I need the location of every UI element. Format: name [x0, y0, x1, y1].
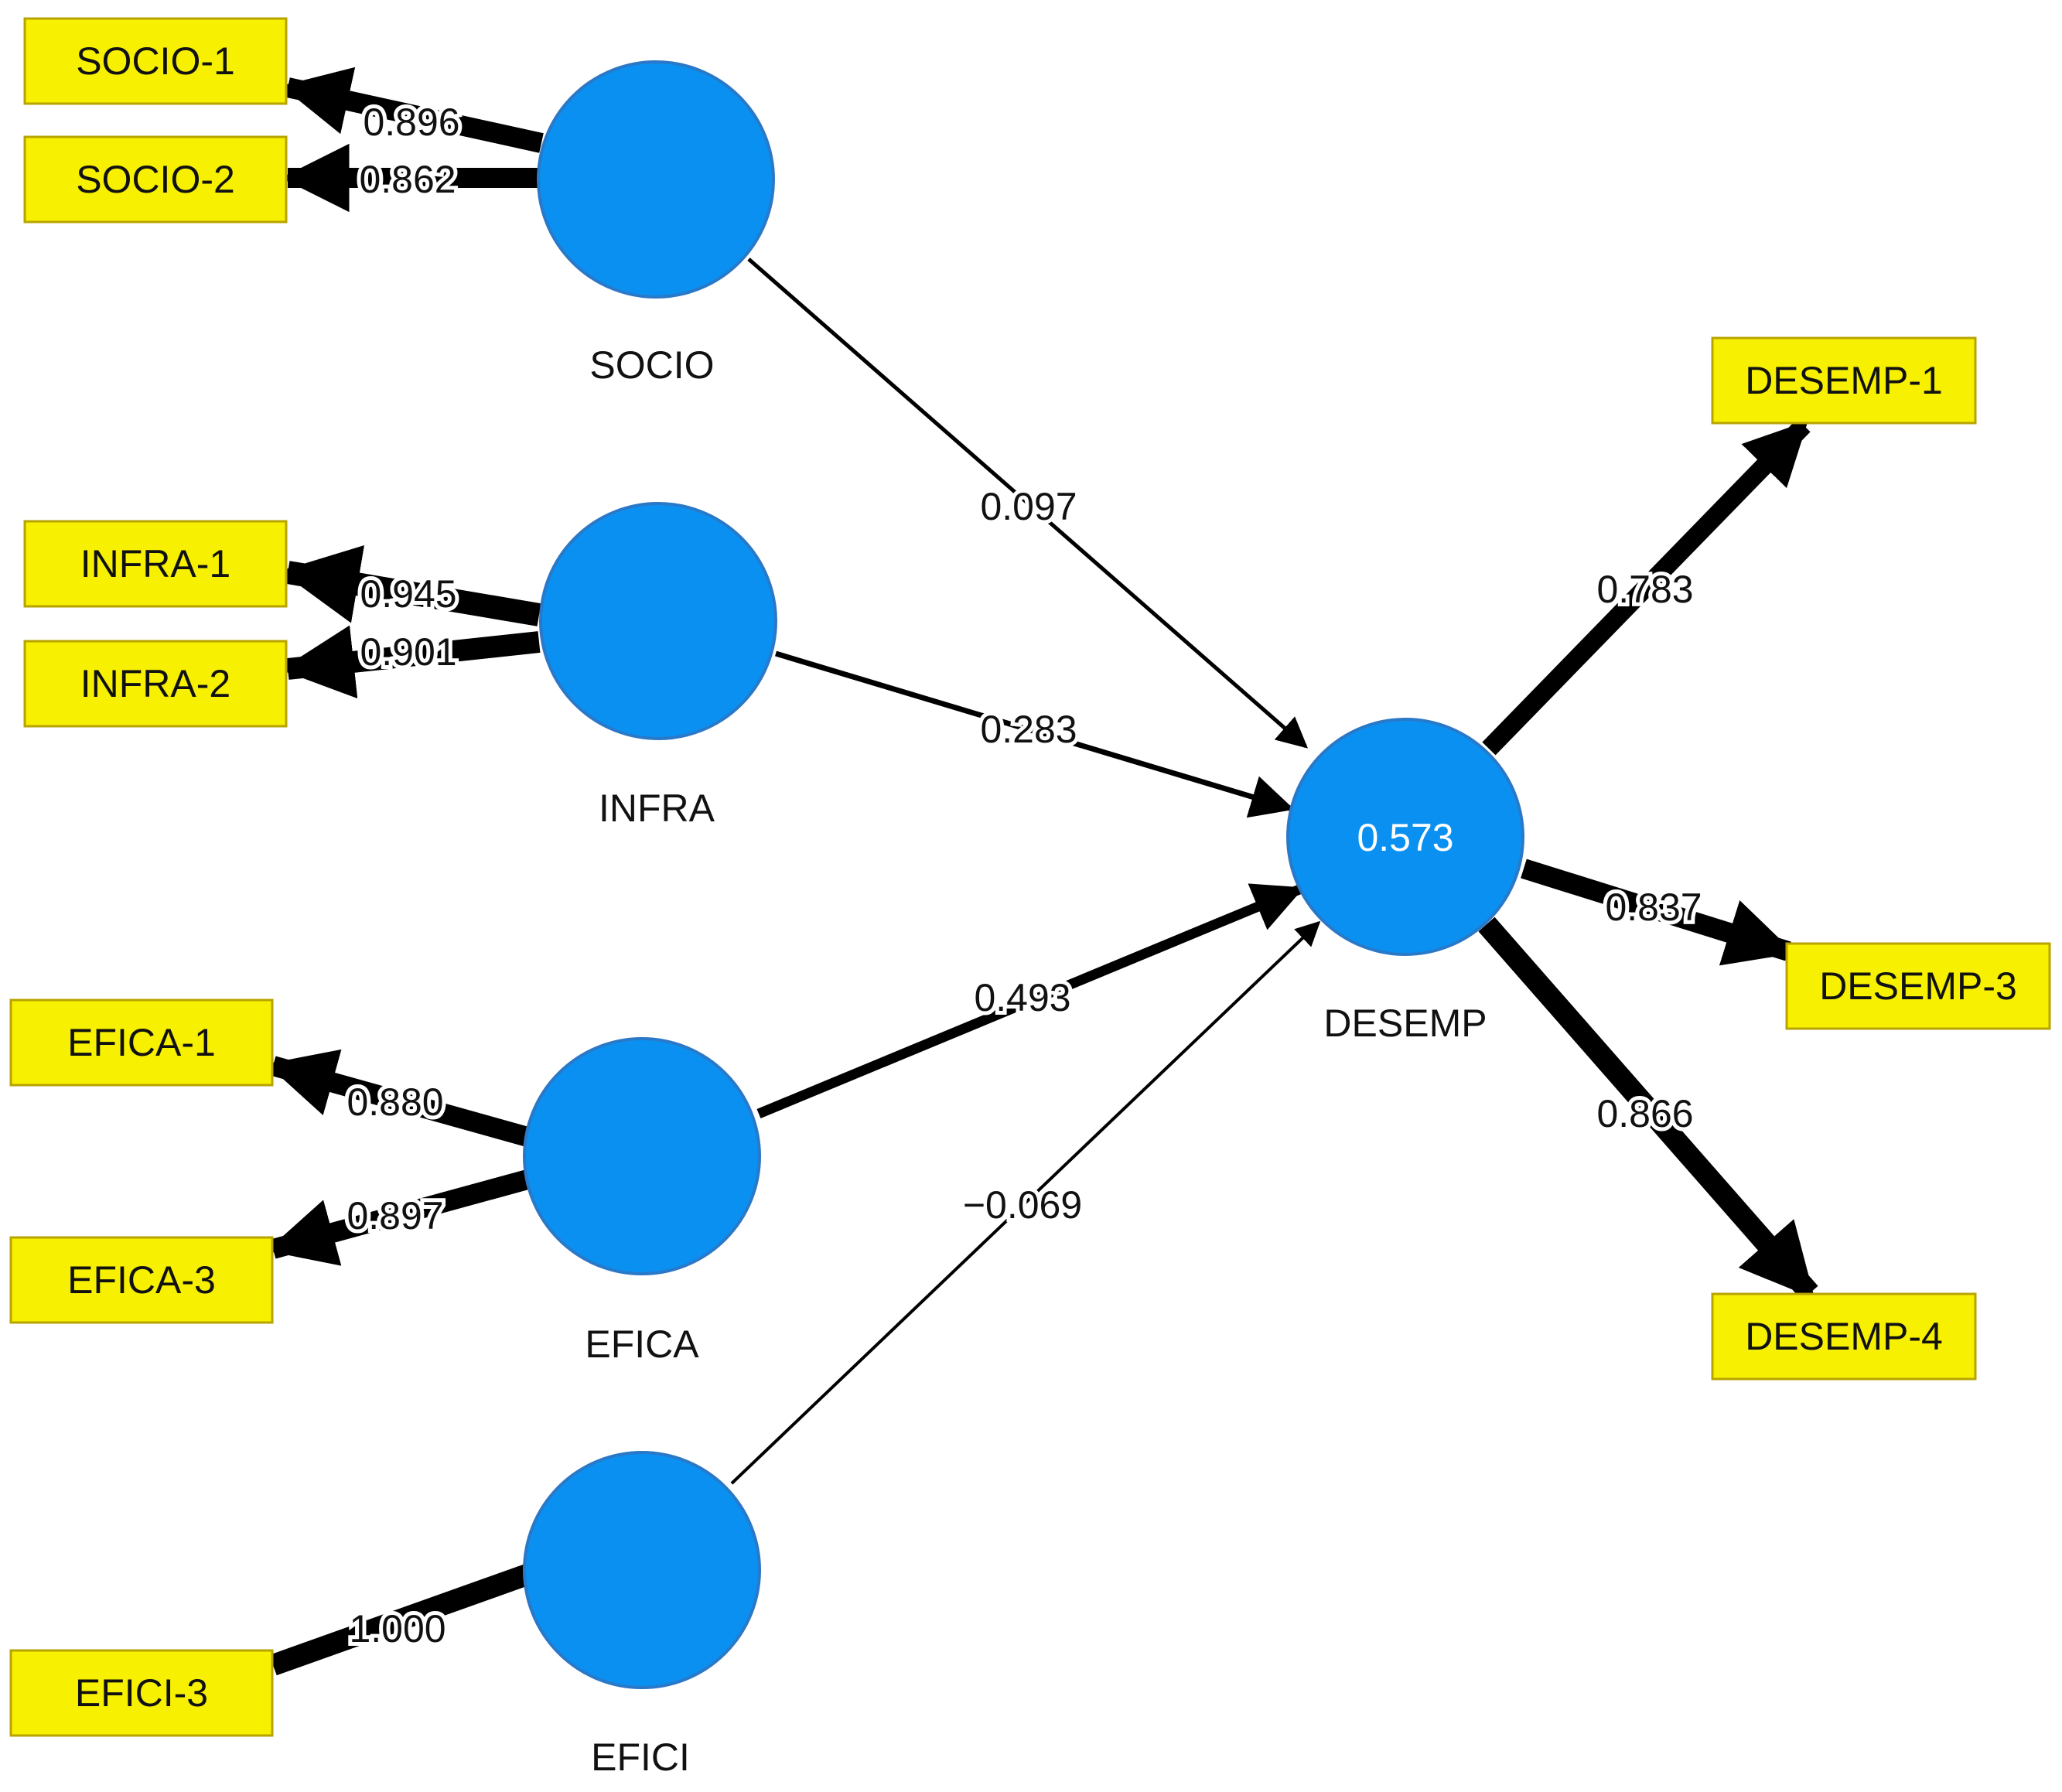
loading-label-infra-1: 0.945	[360, 572, 456, 616]
path-arrow-efica-desemp	[756, 883, 1305, 1119]
indicator-label-efici-3: EFICI-3	[75, 1671, 208, 1715]
loading-arrow-socio-1	[281, 67, 544, 153]
construct-label-socio: SOCIO	[589, 343, 714, 387]
indicator-box-desemp-4[interactable]	[1711, 1292, 1977, 1381]
construct-label-infra: INFRA	[599, 787, 715, 830]
construct-label-efici: EFICI	[591, 1736, 690, 1779]
loading-label-desemp-3: 0.837	[1605, 886, 1702, 929]
path-arrow-infra-desemp	[774, 650, 1295, 818]
indicator-label-socio-1: SOCIO-1	[76, 39, 235, 83]
path-arrow-socio-desemp	[747, 258, 1309, 749]
path-coef-infra-desemp: 0.283	[980, 708, 1077, 751]
loading-label-efica-3: 0.897	[347, 1194, 443, 1237]
indicator-box-infra-1[interactable]	[23, 520, 288, 608]
indicator-box-efica-1[interactable]	[9, 998, 274, 1087]
indicator-label-desemp-4: DESEMP-4	[1745, 1315, 1943, 1358]
loading-line-efici-3	[269, 1563, 533, 1676]
construct-socio[interactable]	[537, 60, 775, 299]
path-coef-efica-desemp: 0.493	[974, 976, 1070, 1019]
loading-arrow-infra-1	[279, 545, 541, 626]
loading-arrow-infra-2	[280, 625, 541, 699]
construct-infra[interactable]	[539, 502, 777, 740]
loading-label-infra-2: 0.901	[360, 630, 456, 674]
indicator-label-socio-2: SOCIO-2	[76, 158, 235, 201]
construct-desemp[interactable]	[1286, 718, 1524, 956]
r-squared-desemp: 0.573	[1357, 816, 1453, 859]
indicator-box-desemp-1[interactable]	[1711, 336, 1977, 425]
indicator-label-desemp-3: DESEMP-3	[1819, 964, 2017, 1008]
loading-label-efici-3: 1.000	[349, 1607, 446, 1650]
loading-label-desemp-4: 0.866	[1596, 1092, 1693, 1135]
indicator-box-desemp-3[interactable]	[1785, 942, 2051, 1030]
indicator-box-efici-3[interactable]	[9, 1649, 274, 1737]
path-coef-efici-desemp: −0.069	[963, 1183, 1082, 1227]
indicator-label-infra-1: INFRA-1	[80, 542, 230, 585]
path-arrow-efici-desemp	[730, 920, 1321, 1485]
indicator-label-infra-2: INFRA-2	[80, 662, 230, 705]
loading-arrow-efica-3	[266, 1169, 531, 1266]
loading-label-socio-2: 0.862	[359, 158, 456, 201]
construct-efici[interactable]	[523, 1451, 761, 1689]
indicator-label-efica-1: EFICA-1	[67, 1021, 216, 1064]
indicator-box-socio-1[interactable]	[23, 17, 288, 105]
loading-label-socio-1: 0.896	[363, 101, 459, 144]
construct-label-desemp: DESEMP	[1323, 1002, 1487, 1045]
loading-arrow-desemp-3	[1521, 858, 1795, 966]
indicator-box-infra-2[interactable]	[23, 640, 288, 728]
loading-label-desemp-1: 0.783	[1596, 568, 1693, 611]
construct-label-efica: EFICA	[585, 1323, 699, 1366]
loading-arrow-desemp-1	[1482, 418, 1811, 756]
loading-arrow-desemp-4	[1478, 916, 1818, 1301]
loading-arrow-efica-1	[266, 1049, 531, 1147]
path-coef-socio-desemp: 0.097	[980, 485, 1077, 528]
indicator-box-efica-3[interactable]	[9, 1236, 274, 1324]
indicator-label-efica-3: EFICA-3	[67, 1258, 216, 1302]
indicator-box-socio-2[interactable]	[23, 135, 288, 224]
loading-label-efica-1: 0.880	[347, 1080, 443, 1124]
indicator-label-desemp-1: DESEMP-1	[1745, 359, 1943, 402]
construct-efica[interactable]	[523, 1037, 761, 1275]
